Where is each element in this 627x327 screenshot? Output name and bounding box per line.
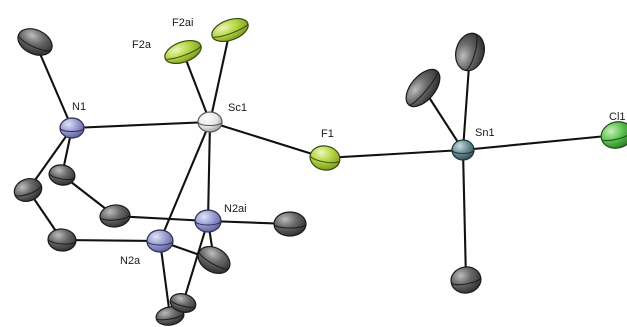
bond-sc1-n2ai — [206, 120, 212, 223]
label-n1: N1 — [72, 101, 86, 113]
tin-atom-sn1 — [451, 139, 475, 161]
carbon-atom-bottom-b — [169, 293, 197, 313]
bond-n2a-c-a — [158, 239, 172, 318]
carbon-atom-ring-d — [99, 204, 131, 228]
carbon-atom-center-low — [197, 245, 231, 275]
chlorine-atom-cl1 — [600, 121, 627, 149]
bond-c-n2ai — [113, 214, 210, 223]
label-sc1: Sc1 — [228, 102, 247, 114]
bond-n1-methyl — [33, 40, 74, 130]
bond-sc1-f2a — [181, 50, 212, 124]
label-f1: F1 — [321, 128, 334, 140]
scandium-atom-sc1 — [197, 111, 223, 133]
carbon-atom-n1-methyl — [17, 28, 53, 56]
carbon-atom-ring-b — [48, 164, 76, 186]
bond-n2ai-c-b — [181, 219, 210, 305]
label-f2ai: F2ai — [172, 17, 193, 29]
bond-sc1-n2a — [158, 120, 212, 243]
nitrogen-atom-n2a — [146, 229, 174, 253]
carbon-atom-ring-a — [13, 178, 43, 202]
carbon-atom-n2ai-methyl — [273, 211, 307, 237]
label-cl1: Cl1 — [609, 111, 626, 123]
bond-sc1-f2ai — [208, 28, 232, 124]
atom-labels: N1 Sc1 F2a F2ai F1 Sn1 Cl1 N2ai N2a — [72, 17, 626, 267]
bonds — [26, 28, 619, 318]
fluorine-atom-f1 — [309, 145, 341, 171]
fluorine-atom-f2a — [164, 39, 202, 65]
bond-sc1-f1 — [208, 120, 327, 160]
bond-c-n2a — [60, 238, 162, 243]
bond-sn1-methyl-c — [461, 148, 468, 282]
carbon-atom-sn-methyl-a — [405, 68, 441, 108]
carbon-atom-sn-methyl-b — [455, 32, 485, 72]
nitrogen-atom-n1 — [59, 117, 85, 139]
label-n2a: N2a — [120, 255, 141, 267]
label-n2ai: N2ai — [224, 203, 247, 215]
fluorine-atom-f2ai — [211, 17, 249, 43]
label-sn1: Sn1 — [475, 127, 495, 139]
label-f2a: F2a — [132, 39, 152, 51]
nitrogen-atom-n2ai — [194, 209, 222, 233]
bond-n1-sc1 — [70, 120, 212, 130]
carbon-atom-bottom-a — [155, 306, 185, 326]
atoms — [13, 17, 627, 326]
bond-sn1-cl1 — [461, 133, 619, 152]
carbon-atom-sn-methyl-c — [450, 266, 482, 294]
carbon-atom-ring-c — [47, 228, 77, 252]
bond-f1-sn1 — [323, 148, 465, 160]
